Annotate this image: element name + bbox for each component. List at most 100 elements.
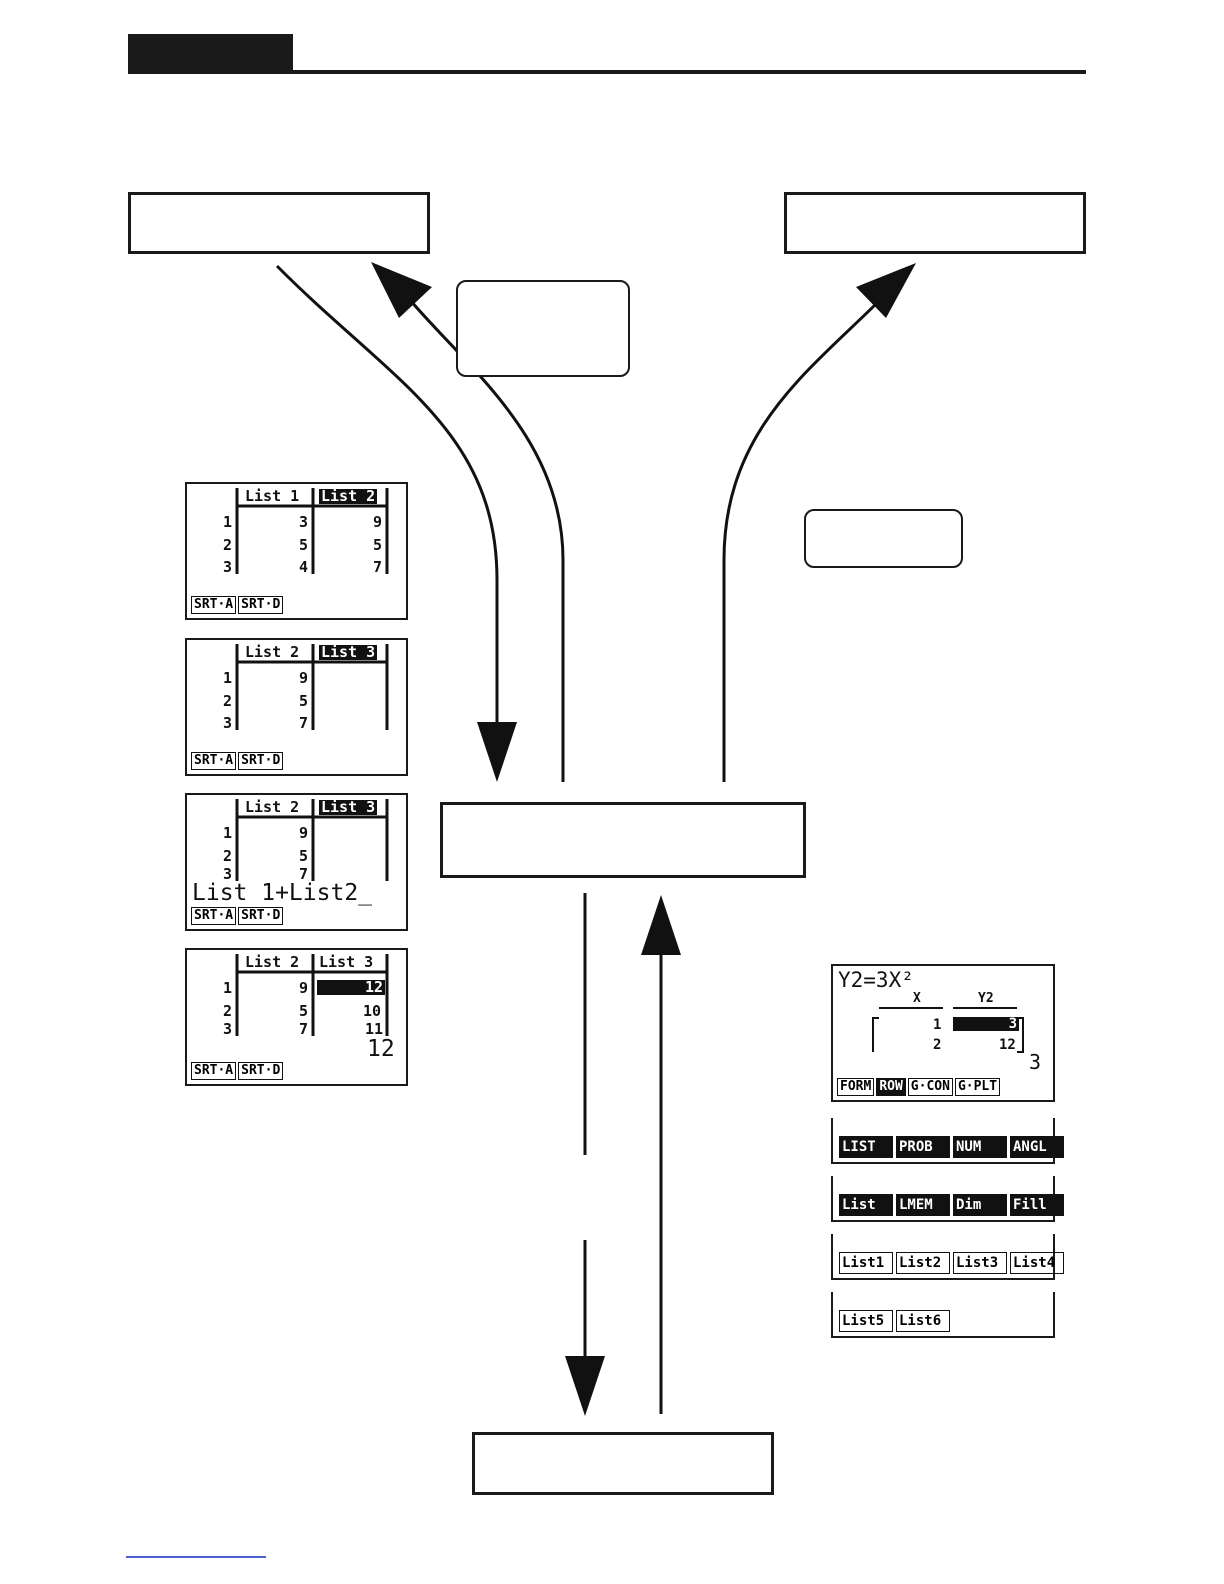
arrowhead-center-up	[641, 895, 681, 955]
softkey[interactable]: SRT·D	[238, 1062, 284, 1080]
softkey-bar: SRT·A SRT·D	[191, 596, 402, 614]
column-header-1: List 2	[245, 643, 300, 661]
menu-key-dim[interactable]: Dim	[953, 1194, 1007, 1216]
menu-key-lmem[interactable]: LMEM	[896, 1194, 950, 1216]
cell-value: 9	[299, 979, 309, 997]
softkey[interactable]: SRT·A	[191, 596, 237, 614]
menu-key-prob[interactable]: PROB	[896, 1136, 950, 1158]
cell-value: 3	[299, 513, 309, 531]
selected-cell-value[interactable]: 12	[317, 980, 385, 995]
lcd-screen-list2-list3: List 2 List 3 1 9 2 5 3 7 SRT·A SRT·D	[185, 638, 408, 776]
softkey[interactable]: SRT·D	[238, 596, 284, 614]
menu-key-list2[interactable]: List2	[896, 1252, 950, 1274]
column-header-1: List 2	[245, 798, 300, 816]
cell-value: 5	[373, 536, 383, 554]
cell-value: 4	[299, 558, 309, 576]
menu-key-list[interactable]: LIST	[839, 1136, 893, 1158]
arrowhead-center-in	[477, 722, 517, 782]
cell-value: 9	[299, 824, 309, 842]
softkey-bar: SRT·A SRT·D	[191, 1062, 402, 1080]
cell-value: 9	[373, 513, 383, 531]
cell-value: 5	[299, 847, 309, 865]
column-header-1: List 1	[245, 487, 300, 505]
softkey[interactable]: SRT·A	[191, 1062, 237, 1080]
menu-key-list6[interactable]: List6	[896, 1310, 950, 1332]
list-grid	[235, 954, 389, 1036]
row-count: 3	[1029, 1050, 1042, 1074]
softkey-gplt[interactable]: G·PLT	[954, 1078, 1001, 1096]
function-menu-lists-1-4: List1 List2 List3 List4	[831, 1234, 1064, 1280]
cell-value: 7	[299, 865, 309, 883]
cell-value: 11	[365, 1020, 384, 1038]
row-number: 1	[223, 824, 233, 842]
function-menu-lists-5-6: List5 List6	[831, 1292, 1055, 1338]
softkey[interactable]: SRT·D	[238, 907, 284, 925]
softkey-form[interactable]: FORM	[837, 1078, 875, 1096]
menu-key-list5[interactable]: List5	[839, 1310, 893, 1332]
menu-key-list3[interactable]: List3	[953, 1252, 1007, 1274]
cell-value: 5	[299, 536, 309, 554]
top-left-box	[128, 192, 430, 254]
arrow-center-to-topright	[722, 298, 882, 782]
arrow-topleft-to-center	[275, 264, 499, 730]
cell-value: 5	[299, 692, 309, 710]
function-label: Y2=3X²	[838, 968, 914, 992]
x-column-header: X	[913, 991, 921, 1006]
bottom-box	[472, 1432, 774, 1495]
arrowhead-topleft	[371, 262, 432, 318]
table-grid	[872, 1007, 1024, 1053]
footer-link-underline	[126, 1556, 266, 1558]
list-grid	[235, 799, 389, 881]
function-menu-optn: LIST PROB NUM ANGL	[831, 1118, 1064, 1164]
menu-key-list4[interactable]: List4	[1010, 1252, 1064, 1274]
row-number: 3	[223, 1020, 233, 1038]
cell-value: 7	[299, 714, 309, 732]
softkey[interactable]: SRT·D	[238, 752, 284, 770]
row-number: 1	[223, 669, 233, 687]
column-header-1: List 2	[245, 953, 300, 971]
center-box	[440, 802, 806, 878]
menu-key-angl[interactable]: ANGL	[1010, 1136, 1064, 1158]
softkey-row[interactable]: ROW	[876, 1078, 906, 1096]
current-cell-value: 12	[367, 1036, 395, 1062]
row-number: 2	[223, 692, 233, 710]
table-cell: 12	[999, 1037, 1016, 1053]
column-header-2: List 2	[319, 487, 378, 505]
row-number: 2	[223, 1002, 233, 1020]
key-label-box-right	[804, 509, 963, 568]
formula-input-line[interactable]: List 1+List2_	[192, 880, 373, 906]
row-number: 2	[223, 847, 233, 865]
menu-key-list1[interactable]: List1	[839, 1252, 893, 1274]
softkey-bar: SRT·A SRT·D	[191, 907, 402, 925]
function-menu-list: List LMEM Dim Fill	[831, 1176, 1064, 1222]
softkey-gcon[interactable]: G·CON	[907, 1078, 953, 1096]
row-number: 3	[223, 865, 233, 883]
lcd-screen-list1-list2: List 1 List 2 1 3 9 2 5 5 3 4 7 SRT·A SR…	[185, 482, 408, 620]
column-header-2: List 3	[319, 953, 374, 971]
list-grid	[235, 488, 389, 574]
table-cell: 2	[933, 1037, 942, 1053]
cell-value: 7	[373, 558, 383, 576]
key-label-box	[456, 280, 630, 377]
softkey[interactable]: SRT·A	[191, 907, 237, 925]
row-number: 3	[223, 714, 233, 732]
list-grid	[235, 644, 389, 730]
cell-value: 7	[299, 1020, 309, 1038]
section-header-tab	[128, 34, 293, 72]
softkey-bar: FORM ROW G·CON G·PLT	[837, 1078, 1049, 1096]
lcd-screen-table: Y2=3X² X Y2 1 3 2 12 3 FORM ROW G·CON G·…	[831, 964, 1055, 1102]
menu-key-fill[interactable]: Fill	[1010, 1194, 1064, 1216]
cell-value: 5	[299, 1002, 309, 1020]
menu-key-num[interactable]: NUM	[953, 1136, 1007, 1158]
column-header-2: List 3	[319, 798, 378, 816]
arrowhead-topright	[856, 263, 916, 318]
arrow-center-to-topleft	[408, 299, 565, 782]
cell-value: 10	[363, 1002, 382, 1020]
softkey[interactable]: SRT·A	[191, 752, 237, 770]
selected-table-cell[interactable]: 3	[953, 1017, 1019, 1031]
row-number: 3	[223, 558, 233, 576]
lcd-screen-list-result: List 2 List 3 1 9 12 2 5 10 3 7 11 12 SR…	[185, 948, 408, 1086]
menu-key-list[interactable]: List	[839, 1194, 893, 1216]
softkey-bar: SRT·A SRT·D	[191, 752, 402, 770]
